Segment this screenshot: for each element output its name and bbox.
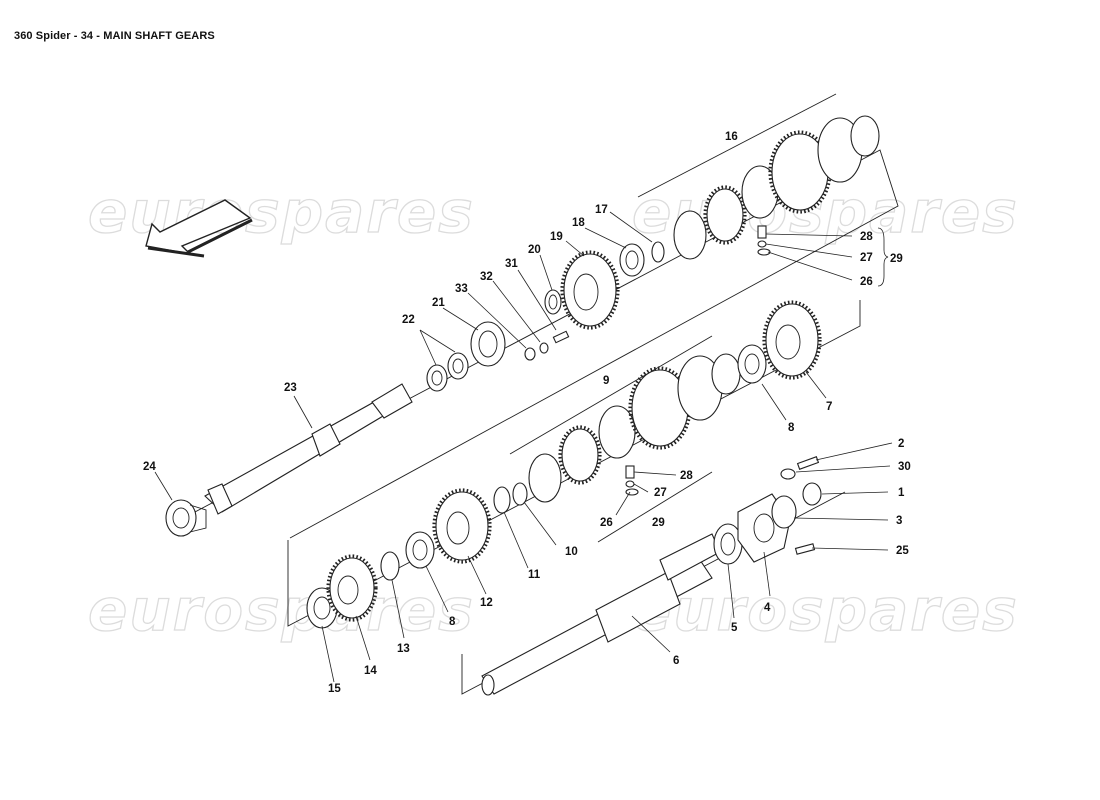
callout-22: 22 [402, 314, 415, 326]
callout-29-lower: 29 [652, 517, 665, 529]
callout-11: 11 [528, 569, 541, 581]
watermark-lower-left: eurospares [88, 576, 475, 644]
callout-25: 25 [896, 545, 909, 557]
synchro-assembly-9 [528, 353, 741, 503]
ring-10 [512, 482, 528, 506]
callout-labels: 1 2 3 4 5 6 7 8 8 9 10 11 12 13 14 15 16… [143, 131, 911, 695]
callout-28-lower: 28 [680, 470, 693, 482]
callout-1: 1 [898, 487, 905, 499]
layshaft-6 [481, 533, 721, 696]
synchro-assembly-16 [673, 115, 880, 260]
direction-arrow-icon [145, 199, 253, 258]
callout-19: 19 [550, 231, 563, 243]
main-shaft-23 [204, 383, 413, 515]
callout-27-upper: 27 [860, 252, 873, 264]
callout-27-lower: 27 [654, 487, 667, 499]
bolt-2 [796, 456, 820, 470]
callout-9: 9 [603, 375, 609, 387]
page-title: 360 Spider - 34 - MAIN SHAFT GEARS [14, 30, 215, 42]
gear-12 [432, 488, 492, 564]
gear-14 [326, 554, 378, 622]
bearing-21 [470, 321, 506, 367]
callout-8-lower: 8 [449, 616, 456, 628]
needle-bearing-8-lower [405, 531, 435, 569]
detent-parts-26-28-lower [625, 465, 639, 496]
callout-20: 20 [528, 244, 541, 256]
callout-26-lower: 26 [600, 517, 613, 529]
callout-13: 13 [397, 643, 410, 655]
bracket-9 [509, 335, 713, 455]
nut-1 [802, 482, 822, 506]
callout-33: 33 [455, 283, 468, 295]
callout-26-upper: 26 [860, 276, 873, 288]
leader-lines [154, 211, 893, 683]
callout-32: 32 [480, 271, 493, 283]
callout-31: 31 [505, 258, 518, 270]
callout-30: 30 [898, 461, 911, 473]
detent-parts-26-28-upper [757, 225, 771, 256]
bearing-24 [165, 499, 207, 537]
bolt-25 [794, 543, 816, 555]
callout-18: 18 [572, 217, 585, 229]
needle-bearing-18 [619, 243, 645, 277]
gear-7 [762, 300, 822, 380]
housing-3 [771, 495, 797, 529]
callout-24: 24 [143, 461, 156, 473]
callout-7: 7 [826, 401, 832, 413]
callout-2: 2 [898, 438, 904, 450]
ring-20 [544, 289, 562, 315]
callout-17: 17 [595, 204, 608, 216]
ring-17 [651, 241, 665, 263]
small-parts-31-33 [524, 330, 570, 361]
callout-12: 12 [480, 597, 493, 609]
callout-6: 6 [673, 655, 679, 667]
needle-bearing-8-upper [737, 344, 767, 384]
watermark-group: eurospares eurospares eurospares eurospa… [87, 177, 1017, 644]
washer-30 [780, 468, 796, 480]
callout-29-upper: 29 [890, 253, 903, 265]
ring-11 [493, 486, 511, 514]
watermark-upper-left: eurospares [88, 178, 475, 246]
upper-frame [175, 149, 899, 539]
callout-21: 21 [432, 297, 445, 309]
callout-14: 14 [364, 665, 377, 677]
bracket-16 [637, 93, 837, 198]
callout-8-upper: 8 [788, 422, 795, 434]
callout-16: 16 [725, 131, 738, 143]
callout-28-upper: 28 [860, 231, 873, 243]
callout-3: 3 [896, 515, 902, 527]
callout-4: 4 [764, 602, 771, 614]
callout-23: 23 [284, 382, 297, 394]
lower-frame [461, 491, 846, 695]
bearing-22 [426, 352, 469, 392]
ring-13 [380, 551, 400, 581]
gear-19 [560, 250, 620, 330]
callout-15: 15 [328, 683, 341, 695]
callout-5: 5 [731, 622, 738, 634]
bracket-29-lower [597, 471, 713, 543]
callout-10: 10 [565, 546, 578, 558]
